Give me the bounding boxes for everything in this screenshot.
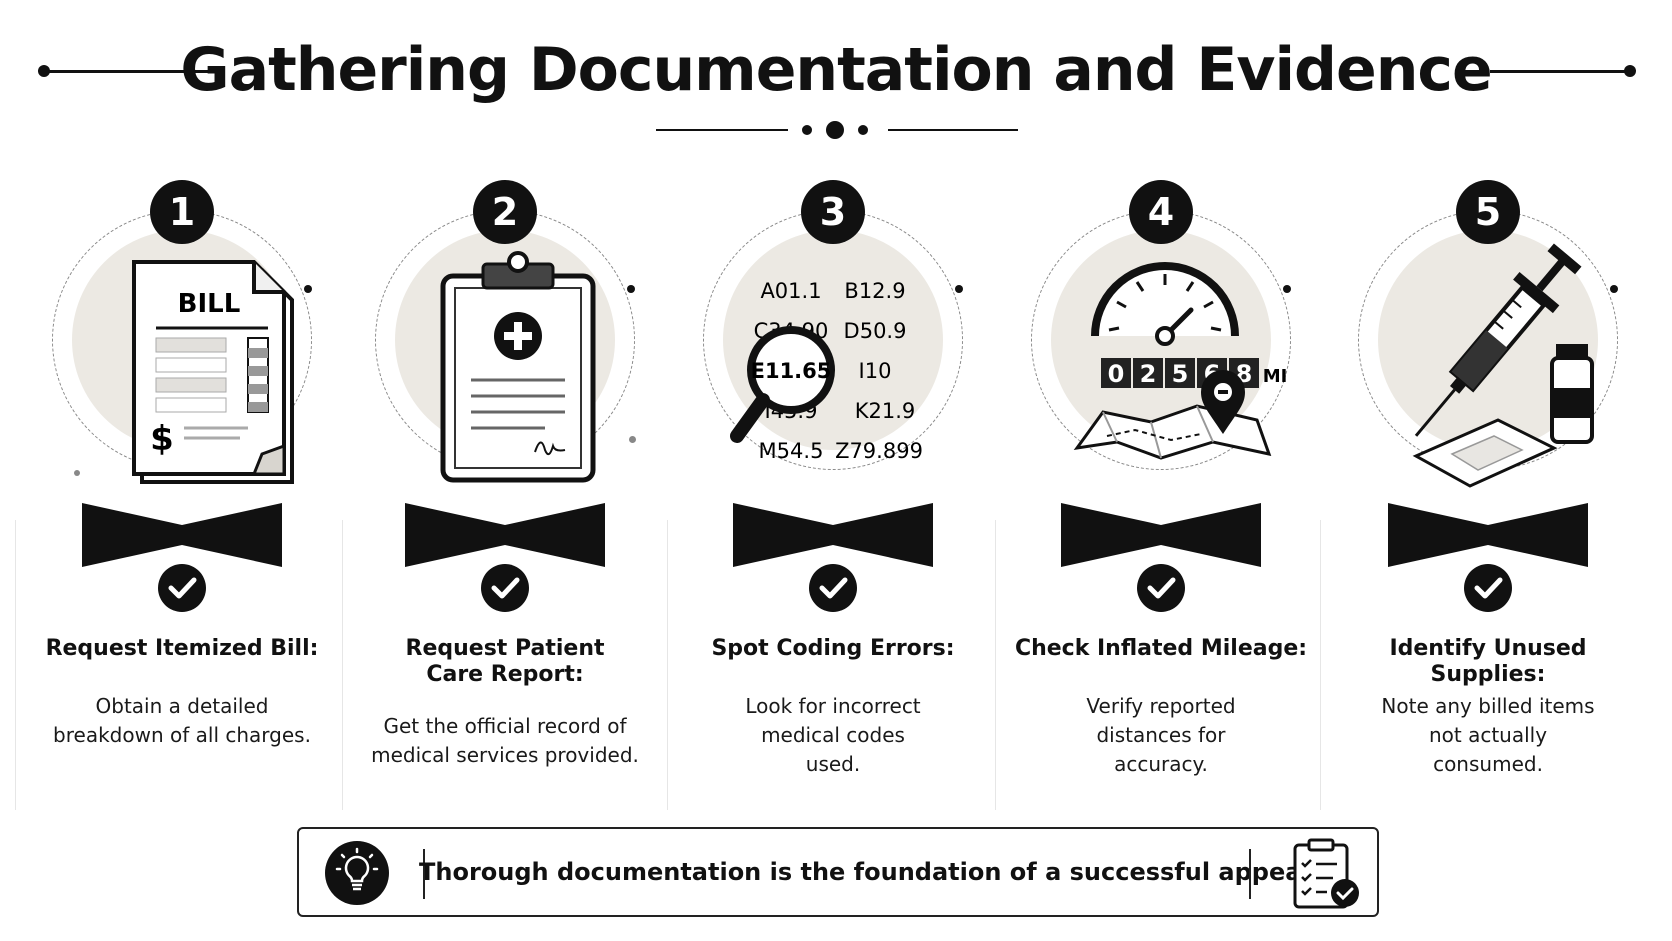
svg-text:$: $ (150, 419, 174, 459)
title-rule-left (46, 70, 218, 73)
odometer-unit: MI (1263, 366, 1288, 387)
step-number: 5 (1456, 180, 1520, 244)
column-divider (667, 520, 668, 810)
step-title: Identify Unused Supplies: (1389, 636, 1587, 687)
code: B12.9 (844, 279, 905, 303)
ring-dot (955, 285, 963, 293)
ring-dot (1610, 285, 1618, 293)
step-description: Obtain a detailed breakdown of all charg… (53, 694, 311, 747)
check-icon (158, 564, 206, 612)
step-description: Get the official record of medical servi… (371, 714, 639, 767)
code: M54.5 (759, 439, 824, 463)
step-request-patient-care-report: 2 Request Patient Care Report: Get the o… (355, 0, 655, 941)
step-number: 3 (801, 180, 865, 244)
ribbon-banner (82, 503, 282, 567)
title-rule-right (1490, 70, 1630, 73)
step-title: Spot Coding Errors: (711, 636, 955, 661)
ring-dot (304, 285, 312, 293)
bill-label: BILL (178, 289, 241, 319)
column-divider (15, 520, 16, 810)
odometer-digit: 0 (1108, 360, 1125, 388)
odometer-digit: 5 (1172, 360, 1189, 388)
ring-dot (74, 470, 80, 476)
step-check-inflated-mileage: 0 2 5 6 8 MI 4 Check Inflated Mileage: V… (1011, 0, 1311, 941)
key-takeaway-banner: Thorough documentation is the foundation… (297, 827, 1379, 917)
step-number: 4 (1129, 180, 1193, 244)
step-description: Verify reported distances for accuracy. (1086, 694, 1236, 776)
subtitle-dot (858, 125, 868, 135)
ribbon-banner (405, 503, 605, 567)
check-icon (1137, 564, 1185, 612)
column-divider (1320, 520, 1321, 810)
step-description: Look for incorrect medical codes used. (745, 694, 921, 776)
lightbulb-icon (325, 841, 389, 905)
magnifier-codes-icon: A01.1 B12.9 C34.90 D50.9 I10 I45.9 K21.9… (730, 279, 923, 463)
step-description: Note any billed items not actually consu… (1381, 694, 1595, 776)
step-title: Request Itemized Bill: (45, 636, 319, 661)
page-title: Gathering Documentation and Evidence (180, 35, 1492, 105)
step-spot-coding-errors: A01.1 B12.9 C34.90 D50.9 I10 I45.9 K21.9… (683, 0, 983, 941)
check-icon (1464, 564, 1512, 612)
column-divider (342, 520, 343, 810)
odometer-digit: 2 (1140, 360, 1157, 388)
check-icon (809, 564, 857, 612)
ring-dot (1283, 285, 1291, 293)
subtitle-rule-right (888, 129, 1018, 131)
column-divider (995, 520, 996, 810)
clipboard-medical-icon (440, 251, 596, 483)
banner-text: Thorough documentation is the foundation… (419, 858, 1319, 886)
code: Z79.899 (835, 439, 923, 463)
subtitle-dot (826, 121, 844, 139)
bill-icon: BILL $ (132, 260, 294, 484)
title-dot-left (38, 65, 50, 77)
check-icon (481, 564, 529, 612)
code: I10 (859, 359, 892, 383)
step-title: Check Inflated Mileage: (1014, 636, 1308, 661)
step-title: Request Patient Care Report: (405, 636, 605, 687)
highlighted-code: E11.65 (751, 359, 832, 383)
ribbon-banner (1061, 503, 1261, 567)
code: D50.9 (844, 319, 907, 343)
ribbon-banner (1388, 503, 1588, 567)
code: K21.9 (855, 399, 916, 423)
step-request-itemized-bill: BILL $ 1 Request Itemized Bill: Obtain a… (32, 0, 332, 941)
step-number: 1 (150, 180, 214, 244)
ring-dot (629, 436, 636, 443)
ring-dot (627, 285, 635, 293)
subtitle-rule-left (656, 129, 788, 131)
clipboard-checklist-icon (1293, 838, 1359, 909)
step-number: 2 (473, 180, 537, 244)
step-identify-unused-supplies: 5 Identify Unused Supplies: Note any bil… (1338, 0, 1638, 941)
odometer-map-icon: 0 2 5 6 8 MI (1073, 262, 1287, 460)
banner-separator (423, 849, 425, 899)
syringe-vial-icon (1412, 243, 1594, 488)
subtitle-dot (802, 125, 812, 135)
title-dot-right (1624, 65, 1636, 77)
ribbon-banner (733, 503, 933, 567)
banner-separator (1249, 849, 1251, 899)
code: A01.1 (760, 279, 821, 303)
